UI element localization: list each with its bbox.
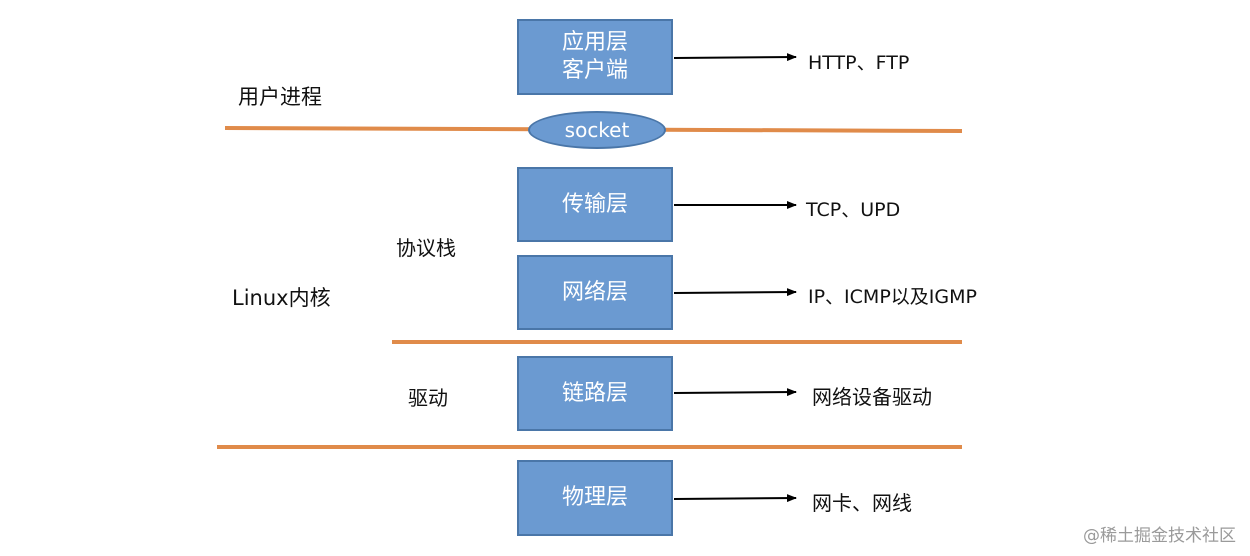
network-layer-box: 网络层: [517, 255, 673, 330]
transport-layer-label: 传输层: [561, 191, 628, 217]
application-layer-label: 应用层: [561, 30, 628, 55]
physical-layer-box: 物理层: [517, 460, 673, 536]
link-arrow: [673, 388, 797, 397]
user-process-label: 用户进程: [238, 85, 322, 109]
transport-layer-box: 传输层: [517, 167, 673, 242]
transport-protocols: TCP、UPD: [806, 199, 901, 221]
socket-ellipse: socket: [528, 111, 666, 149]
link-protocols: 网络设备驱动: [812, 385, 932, 409]
protocol-stack-label: 协议栈: [396, 236, 456, 260]
watermark: @稀土掘金技术社区: [1083, 526, 1236, 546]
socket-label: socket: [564, 118, 630, 142]
driver-label: 驱动: [408, 386, 448, 410]
physical-protocols: 网卡、网线: [812, 491, 912, 515]
application-client-label: 客户端: [561, 58, 628, 83]
network-protocols: IP、ICMP以及IGMP: [808, 286, 977, 308]
application-layer-box: 应用层 客户端: [517, 19, 673, 95]
application-protocols: HTTP、FTP: [808, 52, 910, 74]
linux-kernel-label: Linux内核: [232, 286, 331, 310]
network-layer-label: 网络层: [561, 279, 628, 305]
link-layer-label: 链路层: [561, 380, 628, 406]
network-arrow: [673, 288, 797, 297]
physical-arrow: [673, 494, 797, 503]
physical-layer-label: 物理层: [561, 485, 628, 510]
application-arrow: [673, 53, 797, 62]
link-layer-box: 链路层: [517, 356, 673, 431]
